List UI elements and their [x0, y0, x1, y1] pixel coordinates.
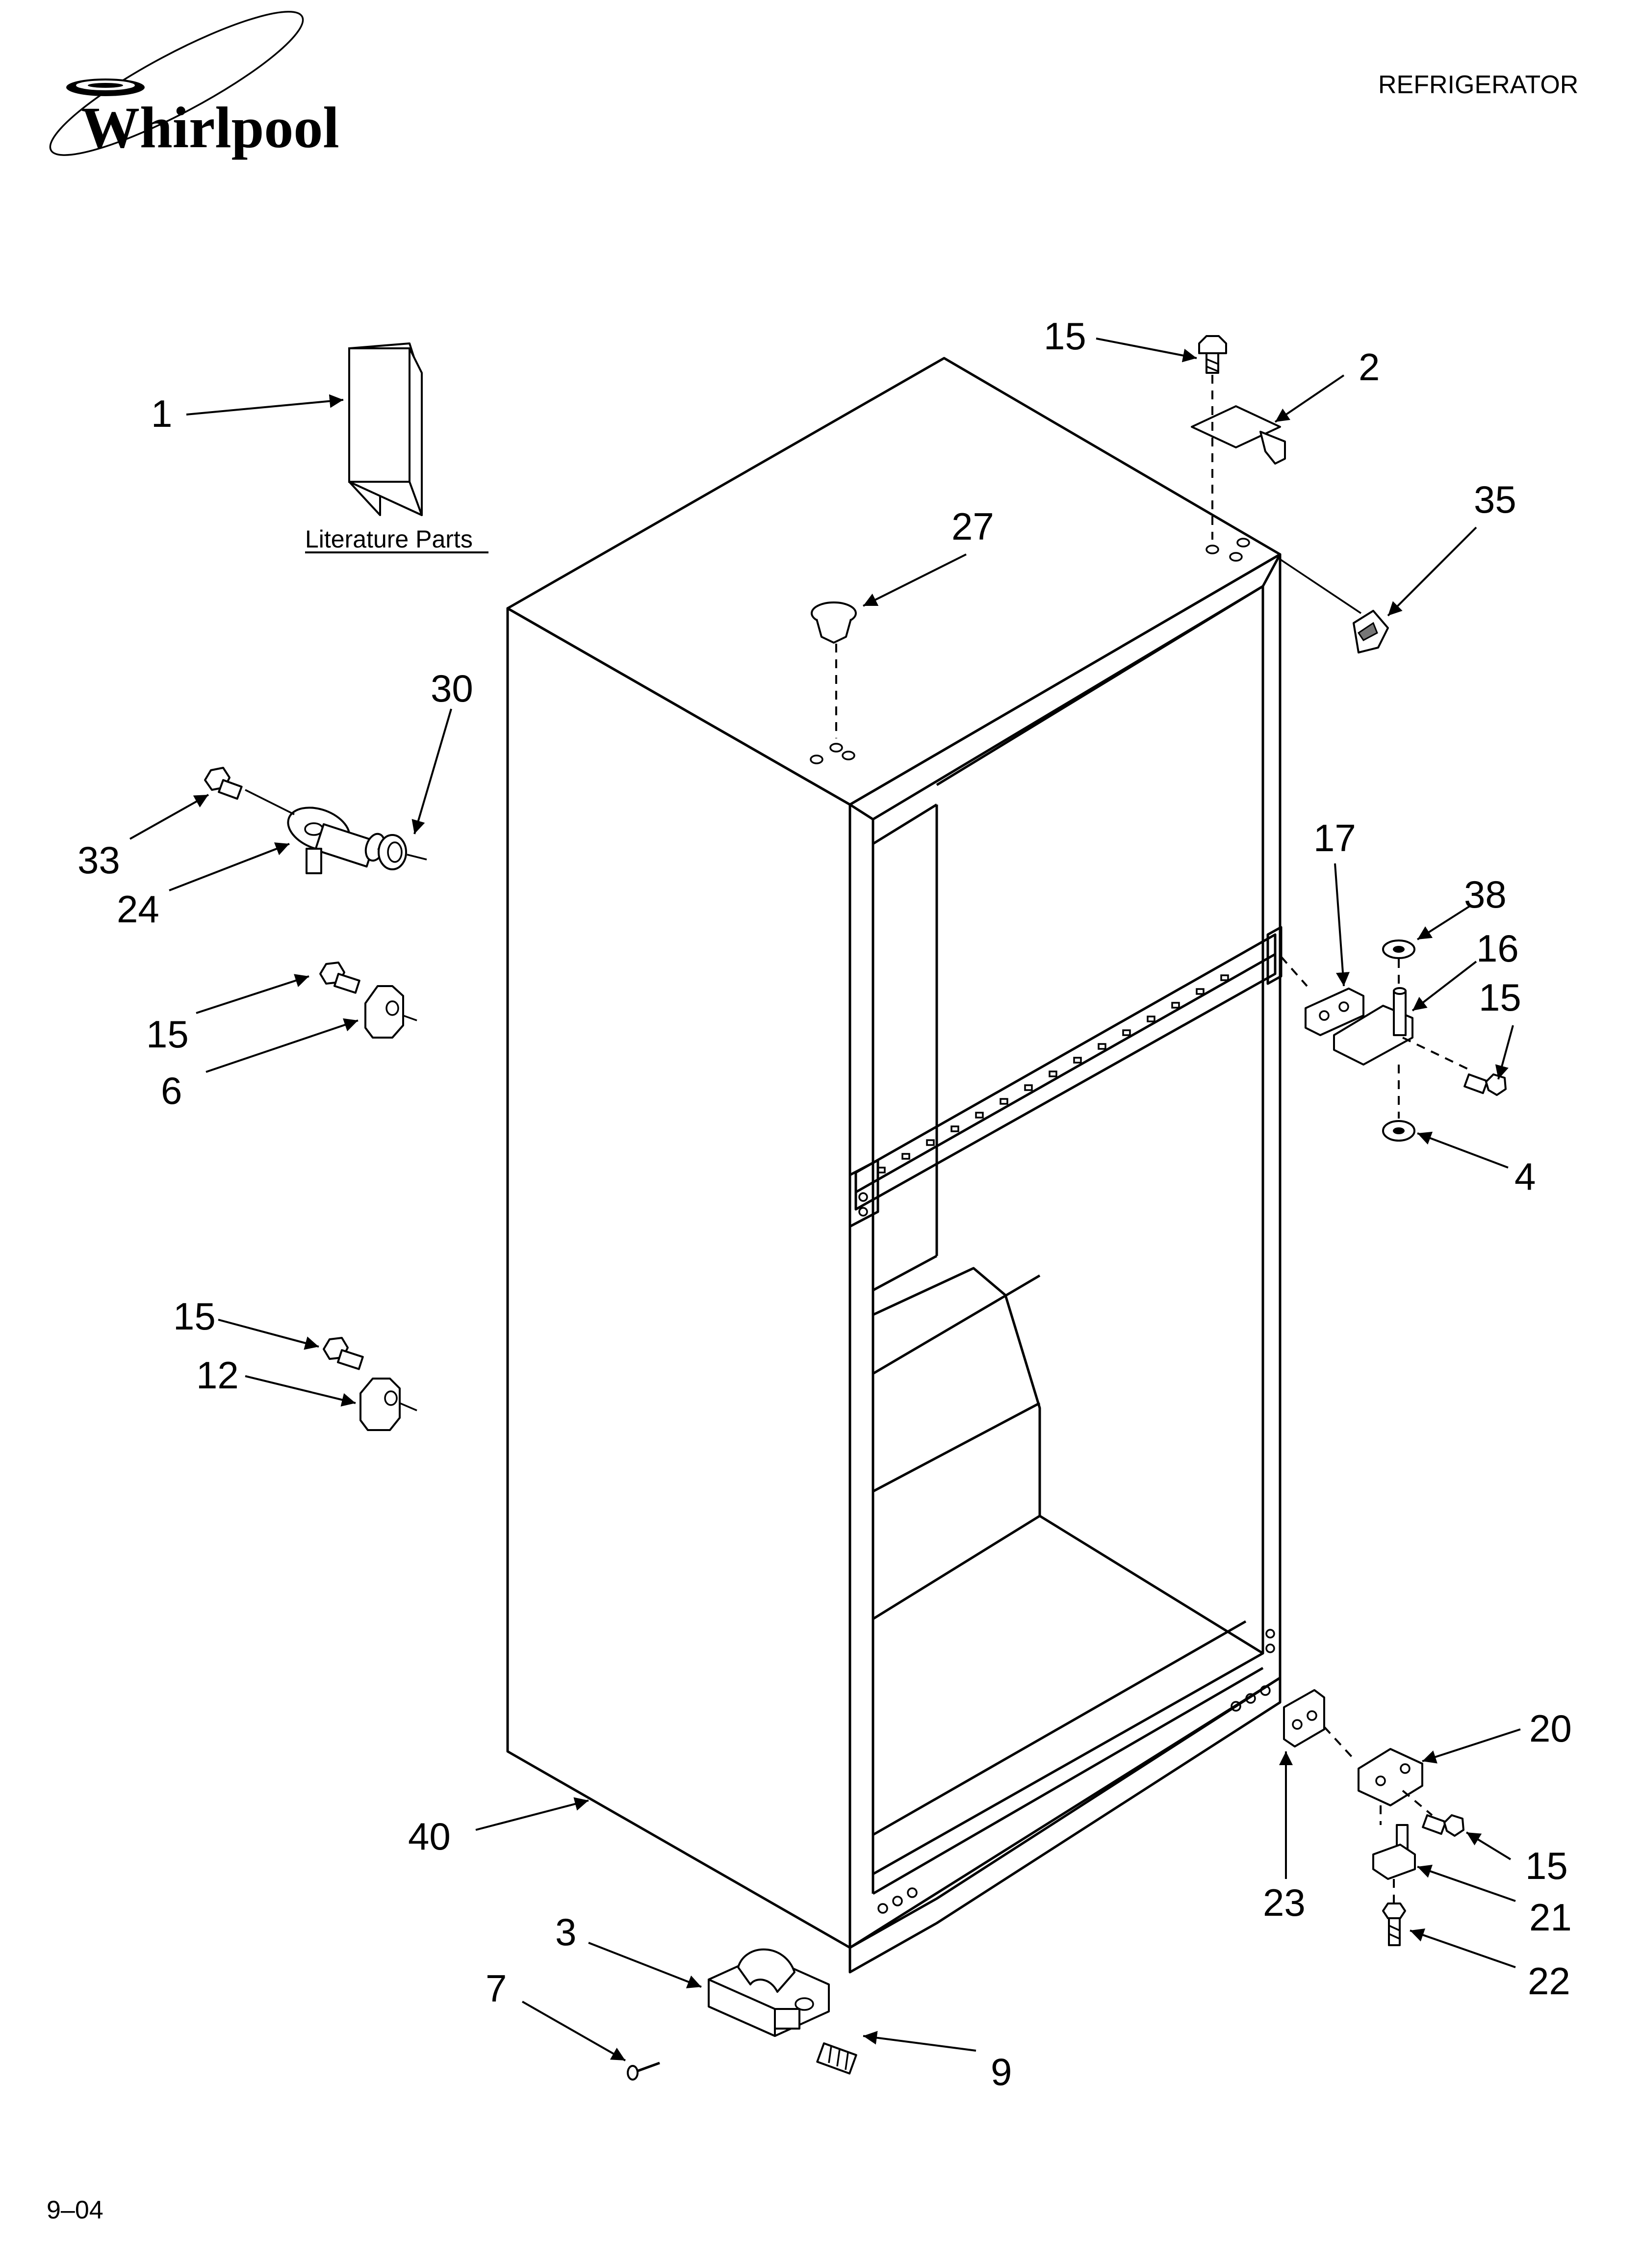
literature-booklet: [348, 342, 423, 516]
callout-27: 27: [951, 505, 994, 548]
product-title: REFRIGERATOR: [1378, 71, 1578, 99]
roller-adjust-screw: [816, 2042, 857, 2075]
callout-15: 15: [1479, 976, 1521, 1019]
callout-30: 30: [431, 667, 473, 710]
callout-15: 15: [146, 1013, 189, 1056]
callout-33: 33: [77, 838, 120, 882]
literature-label: Literature Parts: [305, 525, 473, 553]
callout-15: 15: [1525, 1844, 1568, 1887]
callout-23: 23: [1263, 1881, 1306, 1924]
callout-22: 22: [1528, 1959, 1570, 2003]
callout-2: 2: [1359, 345, 1380, 389]
hinge-cover: [1280, 558, 1389, 653]
top-plug-button: [811, 601, 857, 738]
callout-9: 9: [991, 2050, 1012, 2093]
callout-17: 17: [1313, 816, 1356, 860]
callout-16: 16: [1476, 927, 1519, 970]
leader-lines: [129, 338, 1521, 2061]
center-hinge: [1333, 987, 1469, 1119]
callout-7: 7: [486, 1967, 507, 2010]
callout-24: 24: [117, 887, 159, 931]
upper-door-stop-screw: [319, 962, 360, 994]
callout-40: 40: [408, 1815, 451, 1858]
callout-20: 20: [1529, 1707, 1572, 1750]
lower-door-stop-screw: [323, 1337, 364, 1370]
top-hinge-screw: [1198, 335, 1227, 374]
lower-door-stop: [359, 1378, 417, 1431]
center-hinge-shim: [1280, 956, 1364, 1036]
left-hinge-pin-bracket: [245, 789, 393, 874]
bottom-hinge-pin: [1372, 1824, 1416, 1903]
callout-15: 15: [173, 1295, 216, 1338]
refrigerator-cabinet: [506, 357, 1283, 1974]
upper-door-stop: [364, 985, 417, 1039]
bottom-hinge-shim: [1283, 1689, 1355, 1760]
roller-assembly: [708, 1948, 830, 2037]
left-hinge-washer: [378, 834, 427, 870]
left-hinge-screw: [204, 767, 243, 800]
callout-12: 12: [196, 1354, 239, 1397]
brand-name: Whirlpool: [81, 95, 339, 160]
callout-35: 35: [1474, 478, 1516, 521]
callout-4: 4: [1514, 1155, 1536, 1198]
bottom-hinge-screw: [1422, 1814, 1464, 1837]
callout-38: 38: [1464, 873, 1507, 916]
callout-21: 21: [1529, 1896, 1572, 1939]
callout-6: 6: [161, 1069, 182, 1112]
center-hinge-screw: [1463, 1073, 1507, 1096]
callout-3: 3: [555, 1910, 576, 1954]
leveling-screw: [1382, 1903, 1406, 1946]
top-hinge: [1191, 343, 1286, 540]
center-hinge-top-washer: [1382, 939, 1415, 986]
callout-numbers: 1 15 2 27 35 30 33 24 15 6 15 12 17 38 1…: [77, 314, 1572, 2093]
brand-logo: Whirlpool: [49, 11, 339, 160]
callout-15: 15: [1044, 314, 1086, 358]
bottom-hinge: [1358, 1748, 1433, 1825]
callout-1: 1: [151, 392, 172, 435]
roller-axle-pin: [627, 2061, 660, 2081]
date-code: 9–04: [47, 2196, 103, 2224]
center-hinge-bottom-washer: [1382, 1120, 1415, 1142]
